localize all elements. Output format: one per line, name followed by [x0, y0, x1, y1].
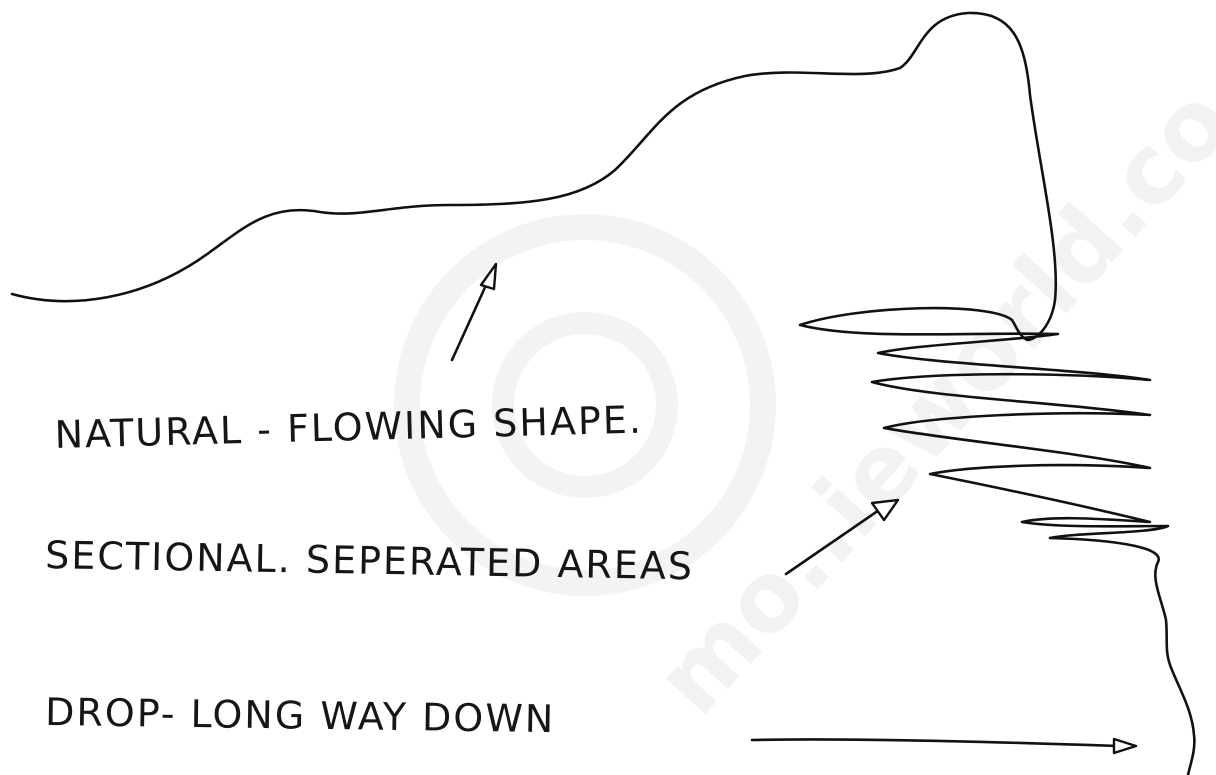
cliff-drop-line — [1048, 536, 1196, 775]
sectional-arrow — [784, 498, 900, 576]
natural-arrowhead — [479, 262, 498, 291]
sectional-annotation: SECTIONAL. SEPERATED AREAS — [45, 533, 694, 588]
natural-arrow — [450, 262, 498, 362]
drop-annotation: DROP- LONG WAY DOWN — [45, 690, 556, 741]
watermark-eye-pupil — [492, 312, 678, 498]
drop-arrow — [750, 737, 1138, 755]
watermark-eye-logo — [394, 214, 776, 596]
watermark-text: mo..ieworld.co — [634, 66, 1216, 735]
sectional-arrowhead — [870, 498, 900, 522]
drop-arrowhead — [1112, 737, 1138, 755]
natural-annotation: NATURAL - FLOWING SHAPE. — [54, 398, 643, 457]
sectional-zigzag-bands — [798, 306, 1170, 540]
natural-contour-line — [10, 11, 1058, 342]
